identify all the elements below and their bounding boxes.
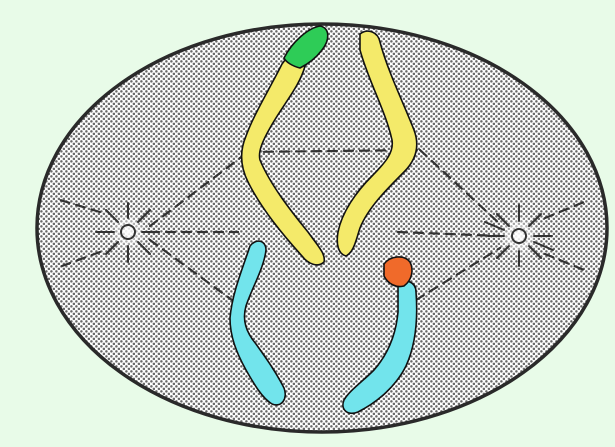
cell-division-diagram — [0, 0, 615, 447]
diagram-canvas — [0, 0, 615, 447]
